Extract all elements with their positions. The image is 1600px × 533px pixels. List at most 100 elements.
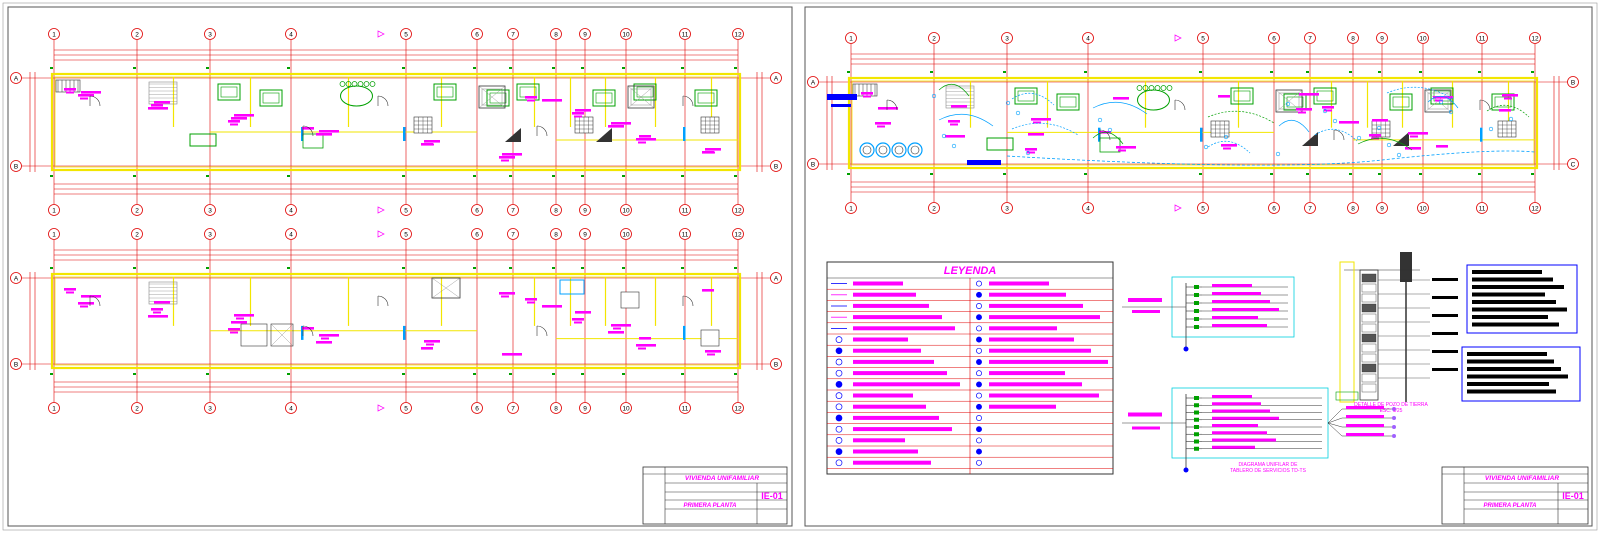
grid-bubble [845, 32, 857, 44]
room-annotation [231, 117, 247, 120]
grid-label: 7 [511, 208, 515, 215]
room-annotation [945, 135, 965, 138]
room-annotation [64, 288, 76, 291]
window-marker [683, 325, 686, 340]
room-annotation [639, 337, 651, 340]
spec-text [1467, 389, 1556, 394]
breaker [1194, 317, 1199, 321]
furniture [1056, 93, 1080, 111]
spec-text [1467, 374, 1568, 379]
grid-label: 9 [583, 208, 587, 215]
outlet-symbol [1223, 134, 1229, 140]
furniture-detail [1233, 90, 1251, 102]
room-annotation [542, 99, 562, 102]
bathroom [240, 323, 268, 347]
door-swing [1099, 129, 1111, 141]
circuit-wire [1314, 128, 1358, 142]
outlet-symbol [1015, 110, 1021, 116]
grid-tick [1349, 173, 1352, 175]
room-annotation [636, 344, 656, 347]
well-layer [1361, 303, 1377, 313]
chair [1148, 85, 1155, 91]
breaker [1194, 301, 1199, 305]
grid-label: 9 [583, 32, 587, 39]
row-label: A [774, 76, 779, 83]
room-annotation [234, 314, 254, 317]
room-annotation [1322, 106, 1334, 109]
circuit-wire [1357, 137, 1413, 151]
room-annotation [527, 99, 535, 102]
room-annotation [1436, 145, 1448, 148]
door-swing [89, 95, 101, 107]
step-marker [505, 128, 521, 142]
grid-tick [681, 175, 684, 177]
meter-circle-inner [910, 145, 920, 155]
room-annotation [572, 318, 584, 321]
row-bubble [10, 272, 22, 284]
step-marker [1393, 132, 1409, 146]
bed-detail [630, 88, 652, 106]
chair [339, 81, 346, 87]
row-bubble [10, 72, 22, 84]
grid-bubble [928, 32, 940, 44]
furniture [633, 83, 657, 101]
exterior-wall-inner [54, 276, 738, 366]
well-layer [1361, 373, 1377, 383]
grid-bubble [204, 204, 216, 216]
grid-label: 5 [404, 406, 408, 413]
room-annotation [319, 130, 339, 133]
grid-bubble [1476, 32, 1488, 44]
grid-tick [402, 67, 405, 69]
grid-tick [552, 373, 555, 375]
outlet-symbol [1005, 100, 1011, 106]
grid-label: 8 [554, 208, 558, 215]
legend-description [853, 326, 955, 331]
tb2-sheet-name: PRIMERA PLANTA [1484, 503, 1537, 509]
grid-tick [734, 373, 737, 375]
room-annotation [421, 143, 433, 146]
outlet-symbol [1396, 152, 1402, 158]
grid-tick [509, 373, 512, 375]
grid-tick [1270, 173, 1273, 175]
grid-label: 4 [289, 32, 293, 39]
chair [357, 81, 364, 87]
room-annotation [234, 114, 254, 117]
door-swing [302, 325, 314, 337]
room-annotation [1339, 121, 1359, 124]
sub-branch [1327, 422, 1343, 437]
grid-label: 8 [1351, 36, 1355, 43]
circuit-wire [1092, 131, 1124, 145]
dining-table [340, 85, 373, 107]
furniture-detail [220, 86, 238, 98]
legend-symbol [835, 336, 843, 343]
spec-text [1467, 367, 1561, 371]
water-tank [559, 279, 585, 295]
grid-tick [402, 373, 405, 375]
skylight-cross [431, 277, 461, 299]
row-label: B [774, 164, 778, 171]
grid-label: 2 [135, 208, 139, 215]
room-annotation [1372, 119, 1388, 122]
legend-symbol [976, 437, 982, 444]
grid-label: 2 [135, 32, 139, 39]
grid-tick [581, 373, 584, 375]
section-marker [377, 30, 385, 38]
grid-bubble [1476, 202, 1488, 214]
legend-symbol [976, 303, 982, 309]
grid-label: 4 [1086, 206, 1090, 213]
row-bubble [10, 160, 22, 172]
grid-tick [1378, 173, 1381, 175]
grid-bubble [131, 204, 143, 216]
grid-label: 10 [622, 208, 630, 215]
outlet-symbol [1107, 127, 1113, 133]
grid-tick [473, 267, 476, 269]
grid-label: 6 [475, 208, 479, 215]
room-annotation [1499, 109, 1511, 112]
detail-note [1432, 332, 1458, 335]
grid-bubble [400, 402, 412, 414]
furniture [1283, 93, 1307, 111]
door-swing [886, 99, 898, 111]
circuit-label [1212, 416, 1279, 420]
grid-bubble [471, 204, 483, 216]
stair-run [945, 85, 975, 109]
